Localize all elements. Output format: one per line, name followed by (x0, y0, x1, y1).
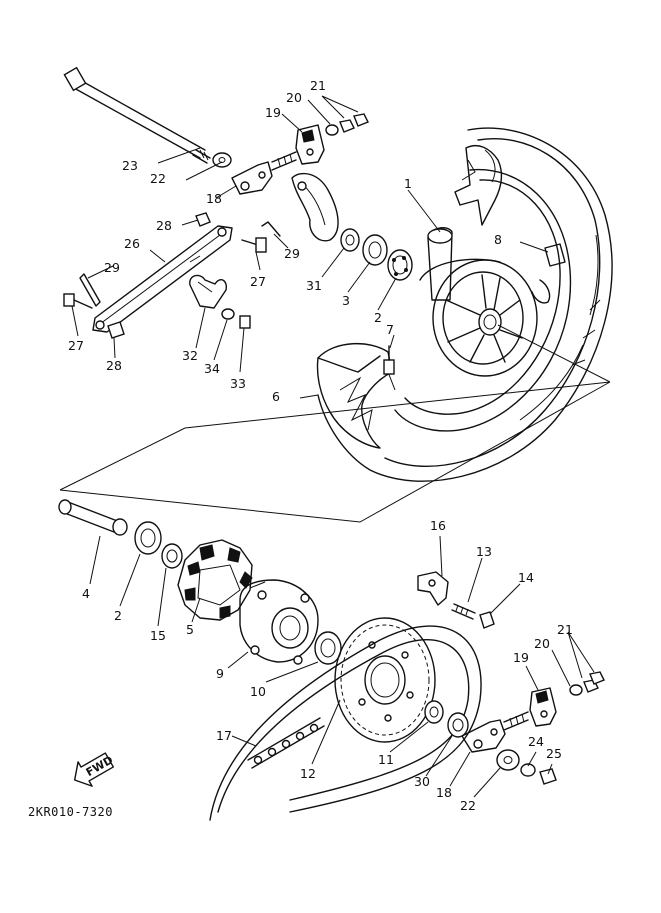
callout-26: 26 (124, 236, 140, 251)
callout-14: 14 (518, 570, 534, 585)
callout-21-top: 21 (310, 78, 326, 93)
bolt-7 (383, 345, 395, 375)
callout-9: 9 (216, 666, 224, 681)
callout-20-top: 20 (286, 90, 302, 105)
callout-18-bottom: 18 (436, 785, 452, 800)
chain-adjuster-18-bottom (461, 711, 529, 753)
callout-22-top: 22 (150, 171, 166, 186)
callout-7: 7 (386, 322, 394, 337)
torque-arm-26 (92, 225, 233, 333)
callout-20-bottom: 20 (534, 636, 550, 651)
bracket-16 (417, 571, 449, 606)
callout-27-right: 27 (250, 274, 266, 289)
fwd-arrow-icon: FWD (73, 752, 115, 787)
callout-3: 3 (342, 293, 350, 308)
bolt-13 (451, 603, 476, 620)
washer-20-bottom (569, 684, 583, 696)
cotter-pin-29-right (261, 221, 281, 237)
callout-24: 24 (528, 734, 544, 749)
callout-19-top: 19 (265, 105, 281, 120)
clutch-hub-9 (239, 579, 319, 665)
callout-31: 31 (306, 278, 322, 293)
adjuster-block-19-bottom (529, 687, 557, 727)
callout-8: 8 (494, 232, 502, 247)
callout-33: 33 (230, 376, 246, 391)
wheel-assembly (317, 127, 613, 482)
clamp-32 (189, 274, 228, 309)
nut-21b-top (353, 113, 369, 127)
nut-28-bottom (107, 321, 125, 339)
adjuster-block-19-top (295, 124, 325, 165)
callout-27-left: 27 (68, 338, 84, 353)
callout-30: 30 (414, 774, 430, 789)
washer-34 (221, 308, 235, 320)
callout-21-bottom: 21 (557, 622, 573, 637)
callout-2-top: 2 (374, 310, 382, 325)
washer-24 (520, 763, 536, 777)
callout-22-bottom: 22 (460, 798, 476, 813)
callout-32: 32 (182, 348, 198, 363)
callout-4: 4 (82, 586, 90, 601)
bearing-2-bottom (134, 521, 162, 555)
callout-25: 25 (546, 746, 562, 761)
drive-chain (209, 625, 482, 821)
callout-1: 1 (404, 176, 412, 191)
washer-22-bottom (496, 749, 520, 771)
leader-lines (71, 95, 595, 798)
bolt-27-right (241, 237, 267, 253)
callout-13: 13 (476, 544, 492, 559)
nut-21a-top (339, 119, 355, 133)
bolt-33 (239, 315, 251, 329)
callout-34: 34 (204, 361, 220, 376)
cotter-pin-29-left (79, 273, 101, 307)
sprocket-12 (334, 617, 436, 743)
nut-14 (479, 611, 495, 629)
collar-31 (340, 228, 360, 252)
diagram-code: 2KR010-7320 (28, 805, 113, 819)
callout-28-top: 28 (156, 218, 172, 233)
projection-plane (59, 381, 611, 523)
axle-23 (63, 66, 211, 164)
callout-11: 11 (378, 752, 394, 767)
callout-18-top: 18 (206, 191, 222, 206)
collar-15 (161, 543, 183, 569)
damper-5 (177, 539, 253, 621)
collar-30 (447, 712, 469, 738)
callout-15: 15 (150, 628, 166, 643)
callout-29-left: 29 (104, 260, 120, 275)
callout-17: 17 (216, 728, 232, 743)
nut-21b-bottom (589, 671, 605, 685)
callout-28-bottom: 28 (106, 358, 122, 373)
callout-2-bottom: 2 (114, 608, 122, 623)
callout-23: 23 (122, 158, 138, 173)
callout-labels: 1 2 2 3 4 5 6 7 8 9 10 11 12 13 14 15 16… (68, 78, 573, 813)
brake-bracket (291, 172, 339, 242)
bearing-10 (314, 631, 342, 665)
callout-16: 16 (430, 518, 446, 533)
callout-19-bottom: 19 (513, 650, 529, 665)
callout-6: 6 (272, 389, 280, 404)
washer-20-top (325, 124, 339, 136)
spacer-4 (58, 499, 128, 536)
nut-28-top (195, 212, 211, 227)
callout-12: 12 (300, 766, 316, 781)
callout-5: 5 (186, 622, 194, 637)
callout-29-right: 29 (284, 246, 300, 261)
bearing-2-top (387, 249, 413, 281)
collar-11 (424, 700, 444, 724)
mudguard-flap-6 (316, 343, 396, 449)
nut-25 (539, 768, 557, 785)
bolt-27-left (63, 293, 93, 309)
chain-link-17 (247, 717, 325, 769)
washer-22-top (212, 152, 232, 168)
bearing-3 (362, 234, 388, 266)
callout-10: 10 (250, 684, 266, 699)
chain-adjuster-18-top (231, 151, 297, 195)
